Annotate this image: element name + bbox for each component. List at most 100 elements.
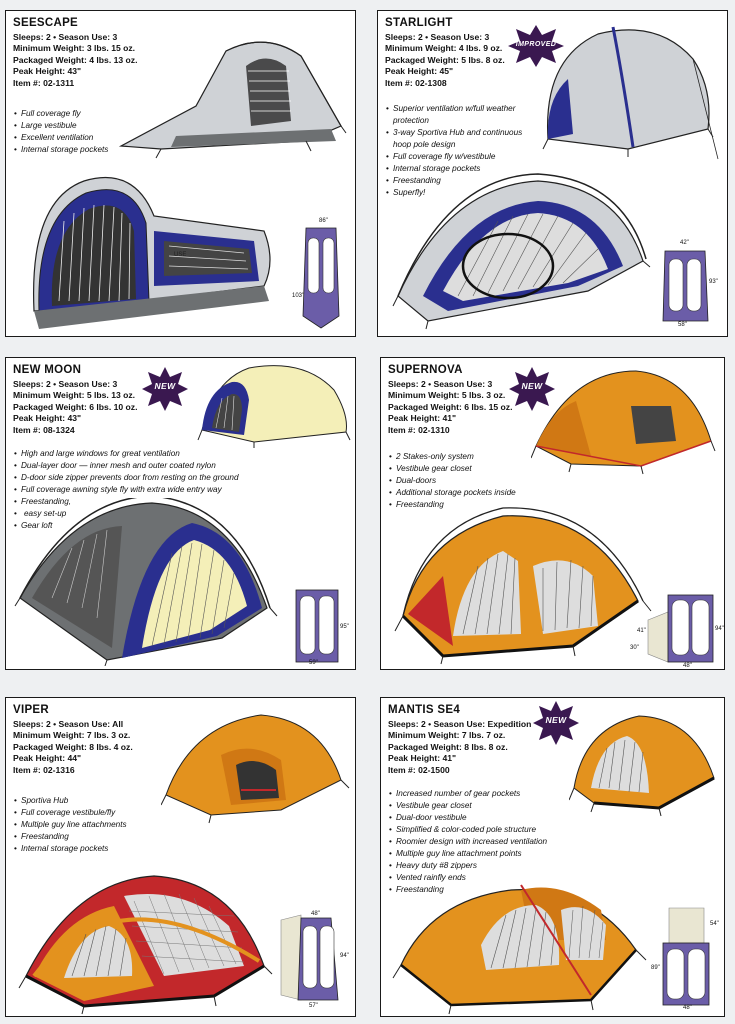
spec-block: MANTIS SE4 Sleeps: 2 • Season Use: Exped…	[388, 704, 531, 776]
tent-illustration-fly	[197, 365, 351, 448]
footprint-side-label: 41"	[637, 628, 646, 634]
footprint-width-label: 48"	[683, 1005, 692, 1011]
feature-list: Full coverage fly Large vestibule Excell…	[14, 108, 108, 156]
footprint-diagram	[662, 250, 709, 322]
tent-illustration-body	[394, 507, 652, 665]
footprint-diagram	[295, 589, 339, 663]
spec-item-number: Item #: 02-1311	[13, 77, 75, 88]
spec-sleeps: Sleeps: 2 • Season Use: 3	[13, 32, 118, 42]
footprint-length-label: 94"	[715, 626, 724, 632]
footprint-diagram	[280, 914, 339, 1001]
footprint-side-label: 54"	[710, 921, 719, 927]
tent-illustration-fly	[531, 370, 716, 475]
starburst-icon	[142, 367, 188, 411]
svg-text:USE: USE	[174, 252, 186, 258]
feature-list: High and large windows for great ventila…	[14, 448, 239, 532]
spec-block: SUPERNOVA Sleeps: 2 • Season Use: 3 Mini…	[388, 364, 513, 436]
new-badge: NEW	[142, 366, 188, 412]
spec-sleeps: Sleeps: 2 • Season Use: Expedition	[388, 719, 532, 729]
feature-item: Superfly!	[386, 187, 528, 199]
footprint-length-label: 94"	[340, 953, 349, 959]
spec-peak-height: Peak Height: 41"	[388, 753, 457, 764]
feature-item: Heavy duty #8 zippers	[389, 860, 547, 872]
tent-illustration-body	[392, 173, 651, 330]
feature-item: Gear loft	[14, 520, 239, 532]
footprint-diagram	[647, 594, 714, 663]
spec-item-number: Item #: 02-1316	[13, 764, 75, 775]
feature-item: 3-way Sportiva Hub and continuous hoop p…	[386, 127, 528, 151]
feature-item: Simplified & color-coded pole structure	[389, 824, 547, 836]
feature-item: Full coverage vestibule/fly	[14, 807, 127, 819]
feature-item: Dual-layer door — inner mesh and outer c…	[14, 460, 239, 472]
feature-item: Vestibule gear closet	[389, 800, 547, 812]
feature-item: Dual-door vestibule	[389, 812, 547, 824]
tent-name: VIPER	[13, 704, 50, 716]
spec-min-weight: Minimum Weight: 5 lbs. 13 oz.	[13, 390, 136, 401]
new-badge: NEW	[509, 366, 555, 412]
spec-sleeps: Sleeps: 2 • Season Use: 3	[13, 379, 118, 389]
spec-peak-height: Peak Height: 43"	[13, 413, 82, 424]
feature-item: Additional storage pockets inside	[389, 487, 516, 499]
feature-item: Full coverage fly w/vestibule	[386, 151, 528, 163]
feature-list: Increased number of gear pockets Vestibu…	[389, 788, 547, 896]
feature-list: Superior ventilation w/full weather prot…	[386, 103, 528, 199]
improved-badge: IMPROVED	[506, 23, 566, 69]
tent-panel-supernova: SUPERNOVA Sleeps: 2 • Season Use: 3 Mini…	[380, 357, 725, 670]
spec-peak-height: Peak Height: 43"	[13, 66, 82, 77]
feature-item: Internal storage pockets	[14, 843, 127, 855]
feature-item: Increased number of gear pockets	[389, 788, 547, 800]
footprint-width2-label: 57"	[309, 1003, 318, 1009]
feature-item: Excellent ventilation	[14, 132, 108, 144]
feature-item: easy set-up	[14, 508, 239, 520]
tent-illustration-body: USE	[32, 177, 271, 329]
spec-packaged-weight: Packaged Weight: 5 lbs. 8 oz.	[385, 54, 505, 65]
footprint-width-label: 59"	[309, 660, 318, 666]
tent-name: SUPERNOVA	[388, 364, 463, 376]
footprint-diagram	[302, 227, 340, 329]
spec-peak-height: Peak Height: 45"	[385, 66, 454, 77]
starburst-icon	[508, 25, 564, 67]
feature-item: High and large windows for great ventila…	[14, 448, 239, 460]
spec-min-weight: Minimum Weight: 4 lbs. 9 oz.	[385, 43, 503, 54]
starburst-icon	[509, 367, 555, 411]
tent-name: MANTIS SE4	[388, 704, 461, 716]
spec-item-number: Item #: 02-1500	[388, 764, 450, 775]
spec-packaged-weight: Packaged Weight: 6 lbs. 10 oz.	[13, 401, 138, 412]
spec-packaged-weight: Packaged Weight: 4 lbs. 13 oz.	[13, 54, 138, 65]
footprint-width-label: 48"	[311, 911, 320, 917]
badge-label: NEW	[521, 381, 543, 391]
spec-block: STARLIGHT Sleeps: 2 • Season Use: 3 Mini…	[385, 17, 505, 89]
spec-peak-height: Peak Height: 41"	[388, 413, 457, 424]
feature-item: Freestanding	[14, 831, 127, 843]
feature-list: 2 Stakes-only system Vestibule gear clos…	[389, 451, 516, 511]
spec-min-weight: Minimum Weight: 7 lbs. 7 oz.	[388, 730, 506, 741]
tent-name: SEESCAPE	[13, 17, 79, 29]
tent-illustration-body	[18, 875, 273, 1015]
feature-item: Dual-doors	[389, 475, 516, 487]
footprint-length-label: 95"	[340, 624, 349, 630]
feature-item: Sportiva Hub	[14, 795, 127, 807]
spec-block: SEESCAPE Sleeps: 2 • Season Use: 3 Minim…	[13, 17, 138, 89]
tent-panel-mantis-se4: MANTIS SE4 Sleeps: 2 • Season Use: Exped…	[380, 697, 725, 1017]
footprint-length-label: 89"	[651, 965, 660, 971]
spec-item-number: Item #: 02-1310	[388, 424, 450, 435]
spec-sleeps: Sleeps: 2 • Season Use: 3	[385, 32, 490, 42]
badge-label: NEW	[545, 715, 567, 725]
footprint-width-label: 86"	[319, 218, 328, 224]
footprint-side2-label: 30"	[630, 645, 639, 651]
feature-item: Freestanding	[386, 175, 528, 187]
spec-block: VIPER Sleeps: 2 • Season Use: All Minimu…	[13, 704, 133, 776]
footprint-length-label: 103"	[292, 293, 305, 299]
feature-item: Internal storage pockets	[386, 163, 528, 175]
feature-item: 2 Stakes-only system	[389, 451, 516, 463]
tent-illustration-fly	[118, 41, 347, 159]
tent-panel-starlight: STARLIGHT Sleeps: 2 • Season Use: 3 Mini…	[377, 10, 728, 337]
tent-panel-new-moon: NEW MOON Sleeps: 2 • Season Use: 3 Minim…	[5, 357, 356, 670]
tent-illustration-fly	[542, 26, 719, 160]
spec-item-number: Item #: 02-1308	[385, 77, 447, 88]
spec-min-weight: Minimum Weight: 7 lbs. 3 oz.	[13, 730, 131, 741]
spec-peak-height: Peak Height: 44"	[13, 753, 82, 764]
feature-item: Multiple guy line attachments	[14, 819, 127, 831]
feature-list: Sportiva Hub Full coverage vestibule/fly…	[14, 795, 127, 855]
feature-item: D-door side zipper prevents door from re…	[14, 472, 239, 484]
